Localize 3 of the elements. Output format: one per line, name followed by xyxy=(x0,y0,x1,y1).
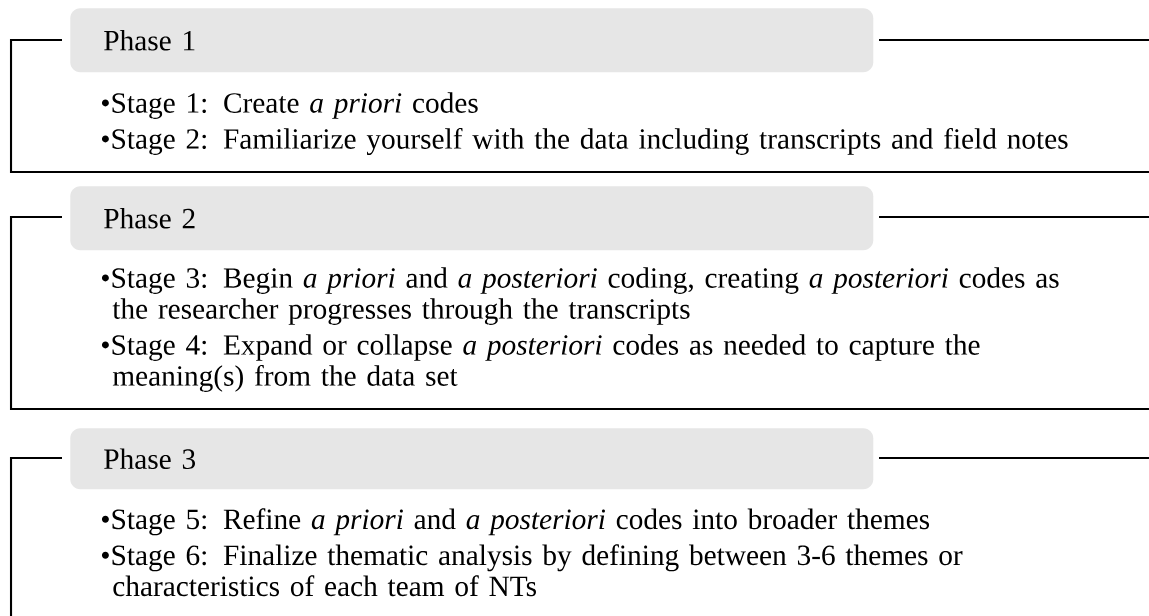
phase-header: Phase 1 xyxy=(70,8,874,73)
phase-header: Phase 3 xyxy=(70,428,874,490)
phase-header: Phase 2 xyxy=(70,186,874,251)
